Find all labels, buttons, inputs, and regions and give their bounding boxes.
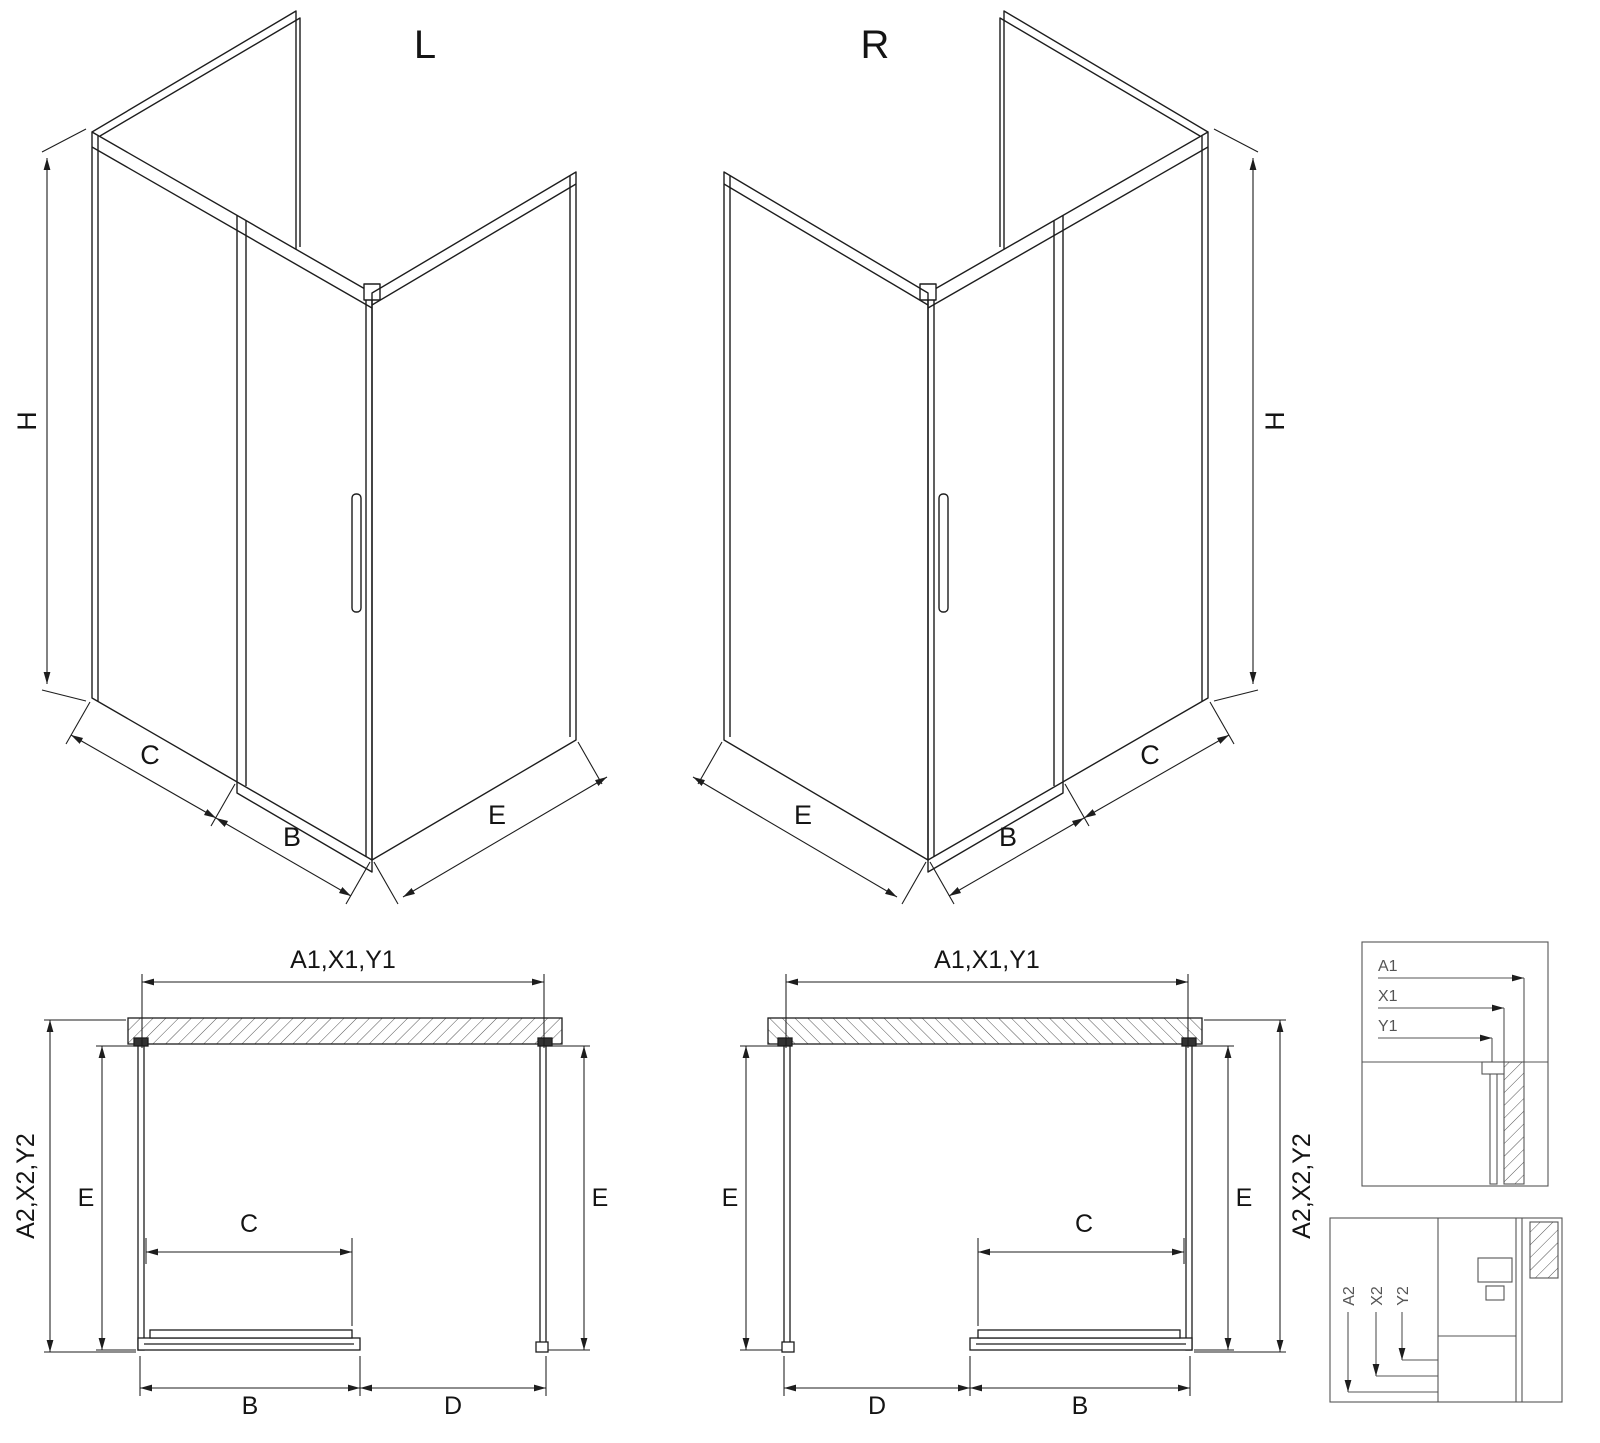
iso-left-dim-c-label: C: [140, 740, 160, 770]
plan-left-dim-d-label: D: [444, 1392, 462, 1420]
iso-left-dim-e-label: E: [488, 800, 506, 830]
plan-left-dim-b-label: B: [242, 1392, 259, 1420]
iso-left-label: L: [414, 23, 436, 67]
plan-right-dim-d-label: D: [868, 1392, 886, 1420]
plan-right-dim-side-label: A2,X2,Y2: [1288, 1133, 1316, 1239]
iso-left-dim-h-label: H: [12, 411, 42, 431]
plan-right-dim-e-left-label: E: [722, 1184, 739, 1212]
plan-right-dim-b-label: B: [1072, 1392, 1089, 1420]
detail-bottom-border: [1329, 1217, 1563, 1403]
plan-left-dim-top-label: A1,X1,Y1: [290, 946, 396, 974]
iso-right-geometry: [693, 11, 1258, 904]
plan-right-geometry: [740, 974, 1286, 1396]
plan-right-dim-e-right-label: E: [1236, 1184, 1253, 1212]
iso-right-label: R: [861, 23, 890, 67]
detail-bottom-view: [1329, 1217, 1563, 1403]
detail-top-reference-lines: [1491, 978, 1525, 1068]
detail-top-wall-hatch: [1503, 1061, 1525, 1185]
detail-bottom-dim-y2-label: Y2: [1395, 1286, 1412, 1306]
iso-right-dim-b-label: B: [999, 822, 1017, 852]
plan-left-dim-side-label: A2,X2,Y2: [12, 1133, 40, 1239]
detail-top-glass-section: [1489, 1065, 1498, 1185]
detail-bottom-dim-x2-label: X2: [1369, 1286, 1386, 1306]
detail-bottom-reference-lines: [1348, 1359, 1438, 1393]
detail-top-dim-y1-label: Y1: [1378, 1018, 1398, 1035]
plan-left-dim-e-left-label: E: [78, 1184, 95, 1212]
detail-top-border: [1361, 941, 1549, 1187]
detail-bottom-wall-hatch: [1529, 1221, 1559, 1279]
detail-top-profile-fitting: [1481, 1061, 1505, 1075]
detail-top-view: [1361, 941, 1549, 1187]
iso-right-dim-c-label: C: [1140, 740, 1160, 770]
iso-left-geometry: [42, 11, 607, 904]
plan-right-dim-c-label: C: [1075, 1210, 1093, 1238]
detail-bottom-profile-b: [1485, 1285, 1505, 1301]
plan-right-dim-top-label: A1,X1,Y1: [934, 946, 1040, 974]
plan-left-dim-e-right-label: E: [592, 1184, 609, 1212]
detail-bottom-profile-a: [1477, 1257, 1513, 1283]
plan-left-geometry: [44, 974, 590, 1396]
detail-bottom-glass-lines: [1515, 1218, 1523, 1402]
detail-top-dim-x1-label: X1: [1378, 988, 1398, 1005]
iso-left-dim-b-label: B: [283, 822, 301, 852]
detail-bottom-dim-a2-label: A2: [1341, 1286, 1358, 1306]
iso-right-dim-e-label: E: [794, 800, 812, 830]
detail-top-dim-a1-label: A1: [1378, 958, 1398, 975]
plan-left-dim-c-label: C: [240, 1210, 258, 1238]
iso-right-dim-h-label: H: [1260, 411, 1290, 431]
